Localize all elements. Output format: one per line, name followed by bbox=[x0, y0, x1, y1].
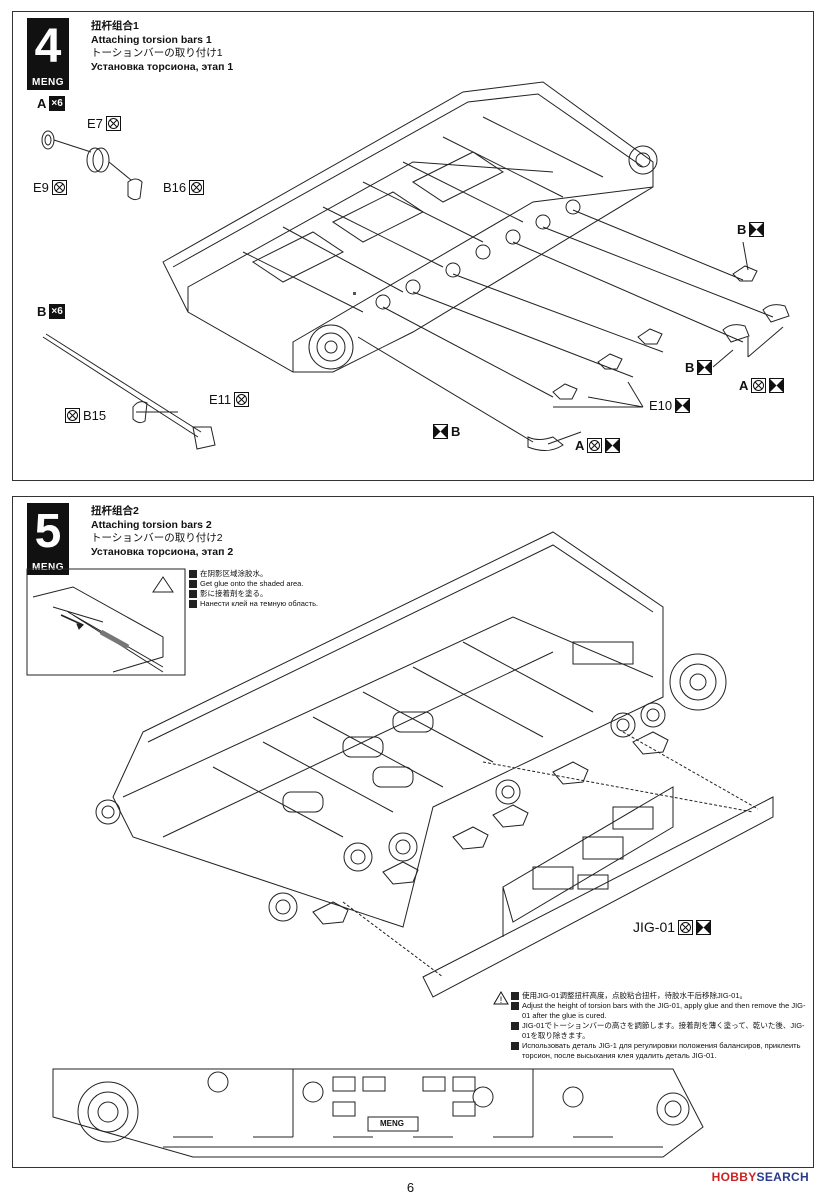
jig-note-cn: 使用JIG-01调整扭杆高度，点胶粘合扭杆，待胶水干后移除JIG-01。 bbox=[522, 991, 748, 1000]
glue-icon bbox=[234, 392, 250, 407]
group-b-label: B ×6 bbox=[37, 304, 65, 319]
step-title-jp: トーションバーの取り付け2 bbox=[91, 532, 223, 544]
step-title-block: 扭杆组合2 Attaching torsion bars 2 トーションバーの取… bbox=[91, 505, 233, 559]
part-e10-label: E10 bbox=[649, 398, 691, 413]
jig-note-jp: JIG-01でトーションバーの高さを調節します。接着剤を薄く塗って、乾いた後、J… bbox=[522, 1021, 805, 1040]
callout-b-top: B bbox=[737, 222, 765, 237]
glue-note: 在阴影区域涂胶水。 Get glue onto the shaded area.… bbox=[189, 569, 318, 609]
brand-logo: MENG bbox=[27, 76, 69, 90]
group-a-label: A ×6 bbox=[37, 96, 65, 111]
step-title-ru: Установка торсиона, этап 1 bbox=[91, 60, 234, 73]
step-4-panel: 4 MENG 扭杆组合1 Attaching torsion bars 1 トー… bbox=[12, 11, 814, 481]
cement-icon bbox=[749, 222, 765, 237]
callout-b-bottom: B bbox=[433, 424, 460, 439]
ru-flag-icon bbox=[189, 600, 197, 608]
step-title-ru: Установка торсиона, этап 2 bbox=[91, 545, 234, 558]
callout-letter: B bbox=[451, 424, 461, 439]
part-e11-label: E11 bbox=[209, 392, 250, 407]
jig-label: JIG-01 bbox=[633, 919, 712, 935]
glue-icon bbox=[51, 180, 67, 195]
step-title-block: 扭杆组合1 Attaching torsion bars 1 トーションバーの取… bbox=[91, 20, 233, 74]
step-title-cn: 扭杆组合2 bbox=[91, 505, 139, 517]
cement-icon bbox=[675, 398, 691, 413]
cement-icon bbox=[697, 360, 713, 375]
watermark: HOBBYSEARCH bbox=[712, 1170, 809, 1184]
brand-logo: MENG bbox=[27, 561, 69, 575]
step-title-jp: トーションバーの取り付け1 bbox=[91, 47, 223, 59]
cement-icon bbox=[605, 438, 621, 453]
glue-note-cn: 在阴影区域涂胶水。 bbox=[200, 569, 268, 578]
group-b-letter: B bbox=[37, 304, 47, 319]
cement-icon bbox=[696, 919, 712, 935]
jp-flag-icon bbox=[189, 590, 197, 598]
part-b15: B15 bbox=[83, 408, 107, 423]
part-e9-label: E9 bbox=[33, 180, 67, 195]
glue-icon bbox=[189, 180, 205, 195]
glue-icon bbox=[105, 116, 121, 131]
callout-letter: B bbox=[737, 222, 747, 237]
svg-text:!: ! bbox=[500, 995, 503, 1005]
callout-letter: A bbox=[575, 438, 585, 453]
jig-note-en: Adjust the height of torsion bars with t… bbox=[522, 1001, 806, 1020]
callout-a-bottom: A bbox=[575, 438, 621, 453]
hull-assembly-drawing bbox=[26, 531, 774, 1158]
watermark-part1: HOBBY bbox=[711, 1170, 757, 1184]
jig-note-ru: Использовать деталь JIG-1 для регулировк… bbox=[522, 1041, 801, 1060]
hull-plate-logo: MENG bbox=[380, 1119, 404, 1128]
glue-icon bbox=[65, 408, 80, 423]
step-number: 5 bbox=[27, 503, 69, 561]
cn-flag-icon bbox=[189, 570, 197, 578]
step-title-en: Attaching torsion bars 2 bbox=[91, 518, 212, 531]
hull-assembly-drawing bbox=[41, 81, 790, 451]
step-5-panel: 5 MENG 扭杆组合2 Attaching torsion bars 2 トー… bbox=[12, 496, 814, 1168]
cn-flag-icon bbox=[511, 992, 519, 1000]
group-a-letter: A bbox=[37, 96, 47, 111]
glue-note-jp: 影に接着剤を塗る。 bbox=[200, 589, 268, 598]
cement-icon bbox=[769, 378, 785, 393]
group-b-qty: ×6 bbox=[49, 304, 65, 319]
group-a-qty: ×6 bbox=[49, 96, 65, 111]
part-e7: E7 bbox=[87, 116, 103, 131]
glue-note-en: Get glue onto the shaded area. bbox=[200, 579, 304, 588]
callout-a-right: A bbox=[739, 378, 785, 393]
step-number: 4 bbox=[27, 18, 69, 76]
part-e7-label: E7 bbox=[87, 116, 121, 131]
glue-icon bbox=[751, 378, 767, 393]
jig-note: 使用JIG-01调整扭杆高度，点胶粘合扭杆，待胶水干后移除JIG-01。 Adj… bbox=[511, 991, 807, 1061]
step-title-en: Attaching torsion bars 1 bbox=[91, 33, 212, 46]
part-b16-label: B16 bbox=[163, 180, 205, 195]
en-flag-icon bbox=[511, 1002, 519, 1010]
en-flag-icon bbox=[189, 580, 197, 588]
page-number: 6 bbox=[406, 1180, 415, 1195]
jp-flag-icon bbox=[511, 1022, 519, 1030]
glue-icon bbox=[678, 919, 694, 935]
part-b15-label: B15 bbox=[65, 408, 106, 423]
callout-letter: B bbox=[685, 360, 695, 375]
part-e11: E11 bbox=[209, 392, 232, 407]
callout-letter: A bbox=[739, 378, 749, 393]
part-e10: E10 bbox=[649, 398, 673, 413]
step-title-cn: 扭杆组合1 bbox=[91, 20, 139, 32]
part-e9: E9 bbox=[33, 180, 49, 195]
warning-icon: ! bbox=[493, 991, 509, 1005]
watermark-part2: SEARCH bbox=[756, 1170, 809, 1184]
jig-part: JIG-01 bbox=[633, 919, 676, 935]
glue-note-ru: Нанести клей на темную область. bbox=[200, 599, 319, 608]
glue-icon bbox=[587, 438, 603, 453]
ru-flag-icon bbox=[511, 1042, 519, 1050]
callout-b-mid: B bbox=[685, 360, 713, 375]
cement-icon bbox=[433, 424, 448, 439]
part-b16: B16 bbox=[163, 180, 187, 195]
